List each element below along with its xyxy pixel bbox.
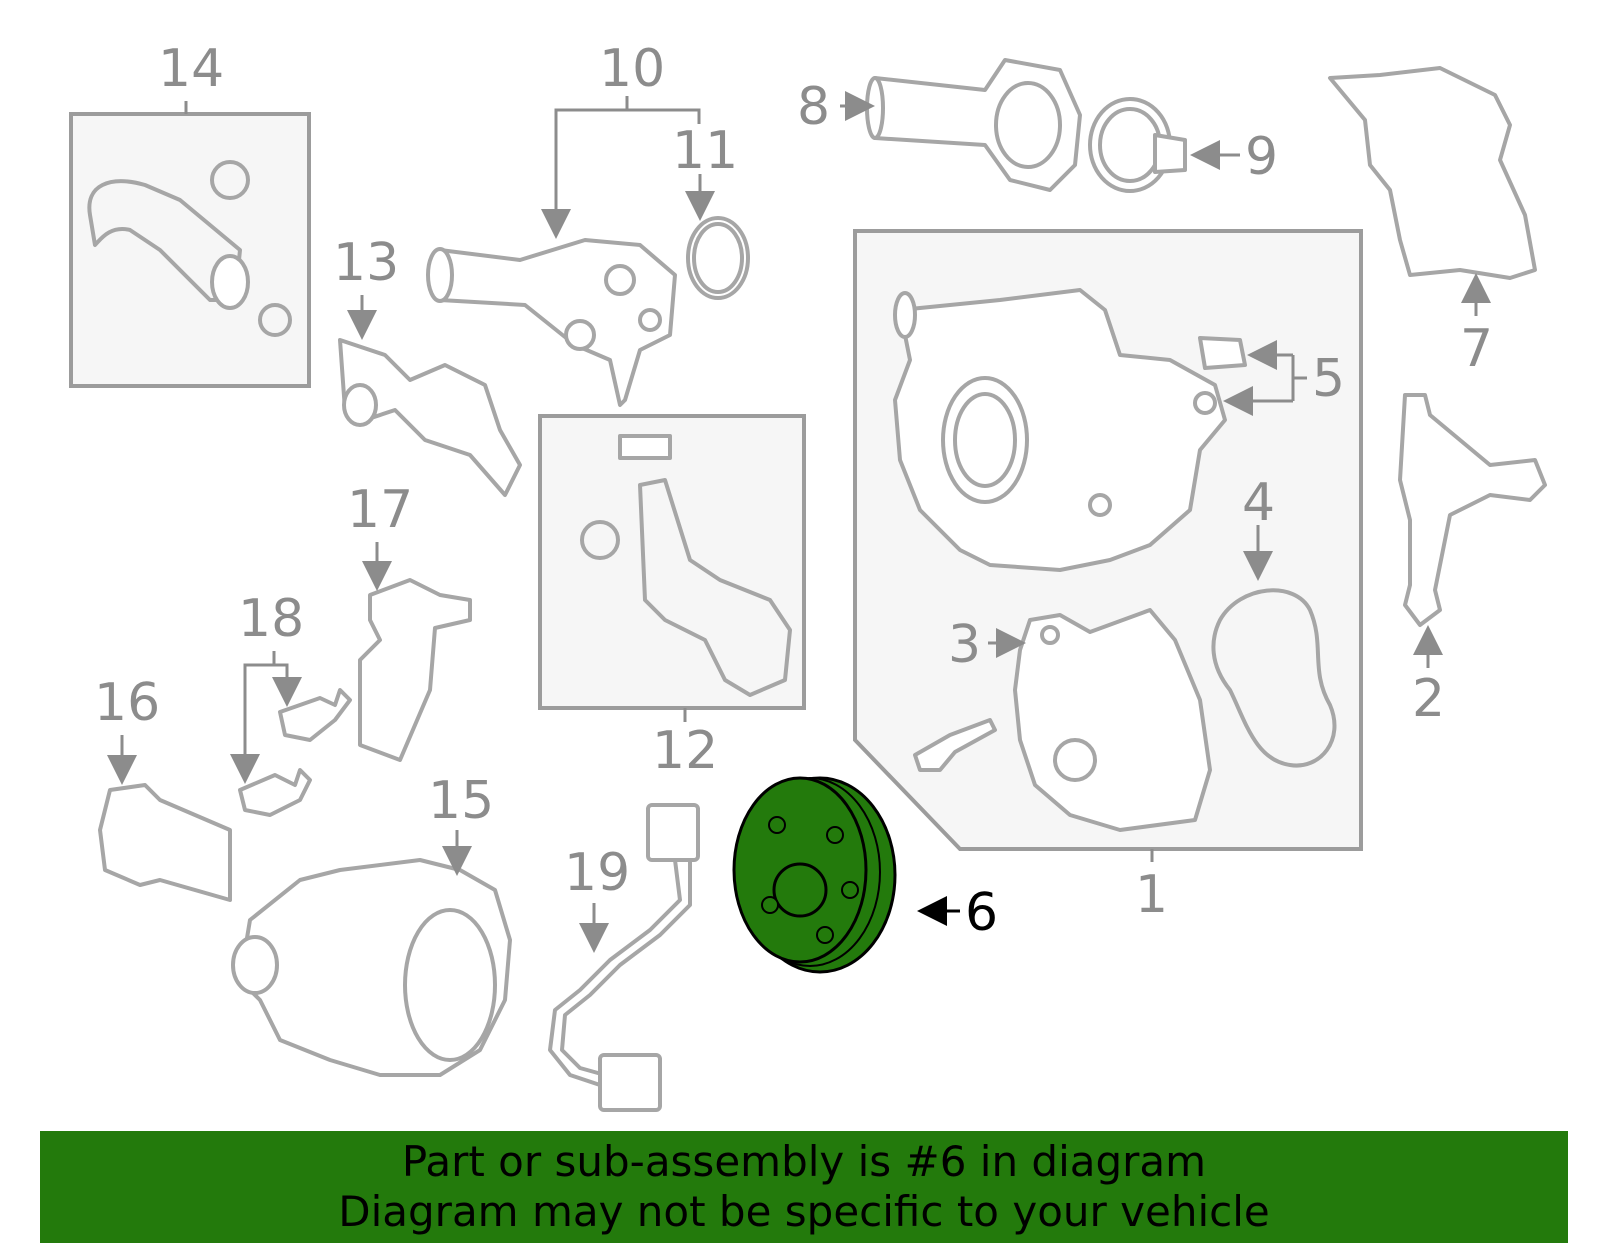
housing-10 — [426, 238, 677, 407]
harness-19 — [548, 803, 700, 1112]
callout-9: 9 — [1245, 127, 1278, 187]
callout-11: 11 — [672, 121, 738, 181]
banner-line-1: Part or sub-assembly is #6 in diagram — [401, 1137, 1207, 1186]
group-box-12 — [538, 414, 806, 710]
callout-13: 13 — [333, 233, 399, 293]
callout-5: 5 — [1312, 349, 1345, 409]
callout-17: 17 — [347, 480, 413, 540]
bracket-17 — [358, 578, 472, 762]
callout-3: 3 — [948, 615, 981, 675]
sensor-18 — [238, 688, 352, 817]
callout-4: 4 — [1242, 473, 1275, 533]
callout-1: 1 — [1135, 865, 1168, 925]
hose-12 — [580, 434, 792, 697]
callout-7: 7 — [1460, 319, 1493, 379]
gasket-2 — [1398, 393, 1547, 627]
pump-housing-1 — [893, 288, 1227, 572]
callout-6: 6 — [965, 883, 998, 943]
callout-8: 8 — [797, 77, 830, 137]
leader-lines — [107, 91, 1491, 953]
water-pump-3 — [913, 608, 1212, 832]
water-outlet-8 — [865, 58, 1082, 192]
heat-shield-7 — [1328, 66, 1537, 280]
pulley-6 — [732, 776, 897, 974]
callout-10: 10 — [599, 39, 665, 99]
callout-15: 15 — [428, 771, 494, 831]
electric-pump-15 — [231, 858, 512, 1077]
callout-19: 19 — [564, 843, 630, 903]
callout-18: 18 — [238, 589, 304, 649]
callout-12: 12 — [652, 721, 718, 781]
pin-5 — [1198, 336, 1247, 370]
callout-14: 14 — [158, 39, 224, 99]
banner-line-2: Diagram may not be specific to your vehi… — [338, 1187, 1270, 1236]
o-ring-11 — [686, 216, 750, 300]
group-box-14 — [69, 112, 311, 388]
gasket-4 — [1211, 588, 1337, 768]
callout-2: 2 — [1412, 669, 1445, 729]
thermostat-9 — [1088, 97, 1187, 193]
connector-16 — [98, 783, 232, 902]
callout-16: 16 — [94, 673, 160, 733]
notice-banner: Part or sub-assembly is #6 in diagram Di… — [40, 1131, 1568, 1243]
hose-14 — [87, 160, 292, 337]
pipe-13 — [338, 338, 522, 497]
